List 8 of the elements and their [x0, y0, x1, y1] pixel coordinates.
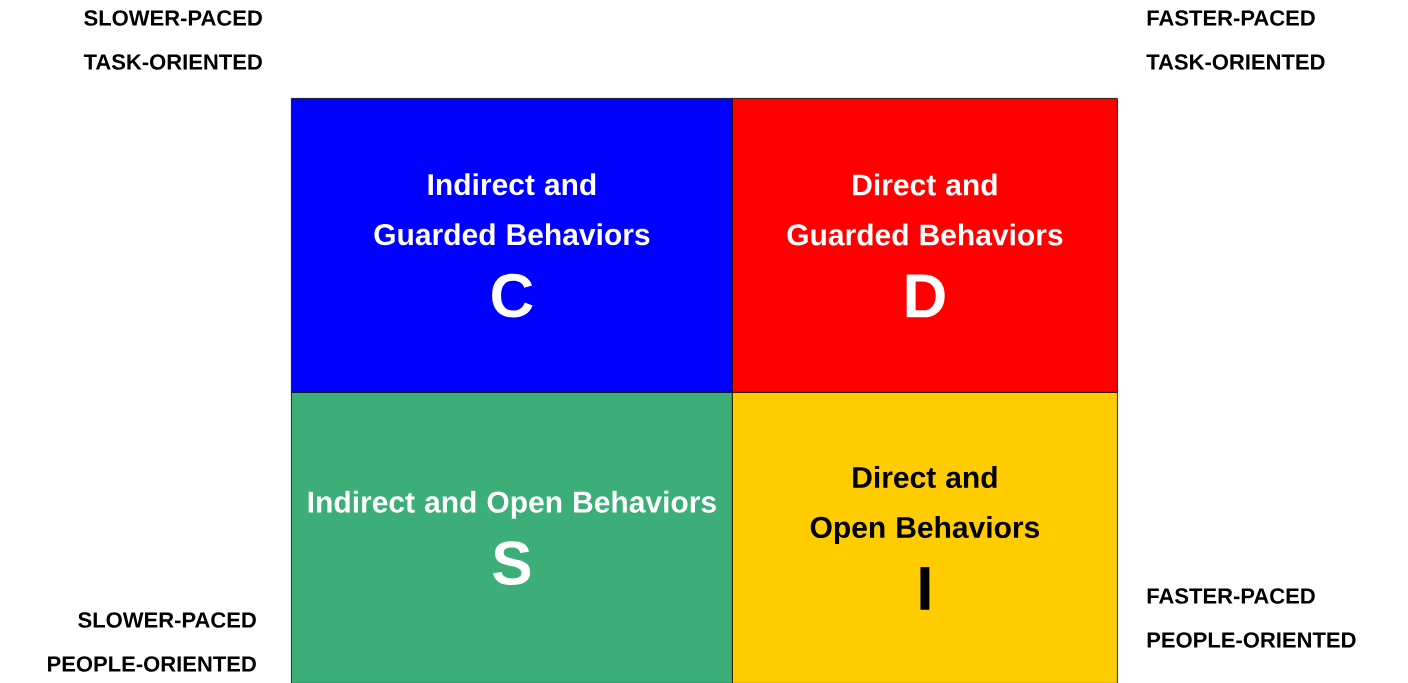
quadrant-box: Direct and Open Behaviors I [732, 392, 1118, 683]
corner-label: SLOWER-PACED PEOPLE-ORIENTED [48, 612, 256, 672]
quadrant-box: Indirect and Open Behaviors S [291, 392, 733, 683]
quadrant-box: Indirect and Guarded Behaviors C [291, 98, 733, 393]
corner-label: FASTER-PACED TASK-ORIENTED [1146, 10, 1325, 70]
corner-label: SLOWER-PACED TASK-ORIENTED [83, 10, 262, 70]
corner-label: FASTER-PACED PEOPLE-ORIENTED [1147, 588, 1356, 648]
quadrant-box: Direct and Guarded Behaviors D [732, 98, 1118, 393]
